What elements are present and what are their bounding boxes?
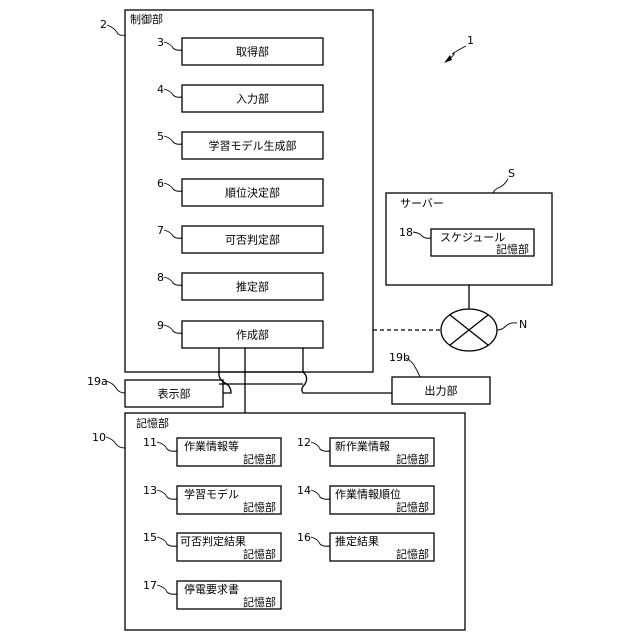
unit-model-storage-leader <box>157 490 177 499</box>
unit-work-info-storage-leader <box>157 442 177 451</box>
control-unit-ref: 2 <box>100 18 107 31</box>
unit-work-rank-storage: 作業情報順位 記憶部 14 <box>297 484 434 514</box>
unit-work-rank-storage-ref: 14 <box>297 484 311 497</box>
unit-new-work-info-storage-leader <box>311 442 330 451</box>
unit-model-storage: 学習モデル 記憶部 13 <box>143 484 281 514</box>
control-unit-ref-leader <box>107 25 125 35</box>
system-reference: 1 <box>444 34 474 63</box>
unit-creation-label: 作成部 <box>236 328 269 342</box>
output-unit: 出力部 19b <box>389 351 490 404</box>
network-ref-leader <box>497 323 517 330</box>
unit-estimation-label: 推定部 <box>236 280 269 294</box>
unit-acquisition-leader <box>164 42 182 50</box>
unit-new-work-info-storage: 新作業情報 記憶部 12 <box>297 436 434 466</box>
network: N <box>373 285 527 351</box>
unit-work-info-storage-line1: 作業情報等 <box>184 439 239 453</box>
unit-work-info-storage-line2: 記憶部 <box>243 452 276 466</box>
unit-feasibility-result-storage: 可否判定結果 記憶部 15 <box>143 531 281 561</box>
server-ref-leader <box>493 179 508 193</box>
unit-estimation-result-storage-line2: 記憶部 <box>396 547 429 561</box>
unit-work-rank-storage-leader <box>311 490 330 499</box>
unit-input-leader <box>164 89 182 97</box>
unit-feasibility-result-storage-line2: 記憶部 <box>243 547 276 561</box>
unit-estimation-result-storage-ref: 16 <box>297 531 311 544</box>
unit-outage-request-storage-ref: 17 <box>143 579 157 592</box>
unit-input-ref: 4 <box>157 83 164 96</box>
unit-new-work-info-storage-ref: 12 <box>297 436 311 449</box>
output-unit-ref: 19b <box>389 351 410 364</box>
unit-model-storage-ref: 13 <box>143 484 157 497</box>
unit-feasibility: 可否判定部 7 <box>157 224 323 253</box>
storage-unit: 記憶部 10 作業情報等 記憶部 11 新作業情報 記憶部 12 学習モデル 記… <box>92 413 465 630</box>
unit-estimation-leader <box>164 277 182 285</box>
display-unit-label: 表示部 <box>158 387 191 401</box>
unit-acquisition-label: 取得部 <box>236 45 269 59</box>
storage-unit-ref: 10 <box>92 431 106 444</box>
unit-work-rank-storage-line2: 記憶部 <box>396 500 429 514</box>
display-unit-ref-leader <box>106 381 125 393</box>
unit-input-label: 入力部 <box>236 92 269 106</box>
unit-input: 入力部 4 <box>157 83 323 112</box>
unit-model-generation: 学習モデル生成部 5 <box>157 130 323 159</box>
unit-new-work-info-storage-line2: 記憶部 <box>396 452 429 466</box>
unit-estimation-result-storage: 推定結果 記憶部 16 <box>297 531 434 561</box>
unit-model-storage-line2: 記憶部 <box>243 500 276 514</box>
unit-outage-request-storage-line1: 停電要求書 <box>184 582 239 596</box>
display-unit-ref: 19a <box>87 375 108 388</box>
storage-unit-title: 記憶部 <box>136 416 169 430</box>
unit-model-generation-ref: 5 <box>157 130 164 143</box>
network-ref: N <box>519 318 527 331</box>
unit-acquisition-ref: 3 <box>157 36 164 49</box>
unit-acquisition: 取得部 3 <box>157 36 323 65</box>
server-ref: S <box>508 167 515 180</box>
unit-feasibility-result-storage-ref: 15 <box>143 531 157 544</box>
unit-ranking-ref: 6 <box>157 177 164 190</box>
system-ref-arrowhead <box>444 55 452 63</box>
unit-ranking-leader <box>164 183 182 191</box>
unit-feasibility-label: 可否判定部 <box>225 233 280 247</box>
unit-model-storage-line1: 学習モデル <box>184 487 239 501</box>
unit-creation-ref: 9 <box>157 319 164 332</box>
wire-to-output <box>302 348 392 393</box>
output-unit-label: 出力部 <box>425 384 458 398</box>
unit-outage-request-storage-line2: 記憶部 <box>243 595 276 609</box>
unit-estimation-result-storage-line1: 推定結果 <box>335 534 379 548</box>
unit-work-info-storage: 作業情報等 記憶部 11 <box>143 436 281 466</box>
server: サーバー S スケジュール 記憶部 18 <box>386 167 552 285</box>
unit-ranking-label: 順位決定部 <box>225 186 280 200</box>
unit-ranking: 順位決定部 6 <box>157 177 323 206</box>
unit-new-work-info-storage-line1: 新作業情報 <box>335 439 390 453</box>
unit-creation-leader <box>164 325 182 333</box>
unit-schedule-storage-leader <box>413 232 431 238</box>
unit-feasibility-result-storage-leader <box>157 537 177 546</box>
unit-schedule-storage-ref: 18 <box>399 226 413 239</box>
unit-outage-request-storage-leader <box>157 585 177 594</box>
unit-schedule-storage: スケジュール 記憶部 18 <box>399 226 534 256</box>
unit-model-generation-leader <box>164 136 182 144</box>
unit-estimation-ref: 8 <box>157 271 164 284</box>
system-ref-label: 1 <box>467 34 474 47</box>
unit-model-generation-label: 学習モデル生成部 <box>209 139 297 153</box>
unit-feasibility-ref: 7 <box>157 224 164 237</box>
unit-outage-request-storage: 停電要求書 記憶部 17 <box>143 579 281 609</box>
unit-estimation-result-storage-leader <box>311 537 330 546</box>
unit-schedule-storage-line2: 記憶部 <box>496 242 529 256</box>
storage-unit-ref-leader <box>106 437 125 448</box>
control-unit-title: 制御部 <box>130 12 163 26</box>
unit-work-rank-storage-line1: 作業情報順位 <box>335 487 401 501</box>
unit-feasibility-leader <box>164 230 182 238</box>
bus-wiring <box>219 348 392 413</box>
server-title: サーバー <box>400 197 444 210</box>
control-unit: 制御部 2 取得部 3 入力部 4 学習モデル生成部 5 順位決定部 6 <box>100 10 373 372</box>
unit-feasibility-result-storage-line1: 可否判定結果 <box>180 534 246 548</box>
unit-creation: 作成部 9 <box>157 319 323 348</box>
unit-work-info-storage-ref: 11 <box>143 436 157 449</box>
display-unit: 表示部 19a <box>87 375 223 407</box>
unit-estimation: 推定部 8 <box>157 271 323 300</box>
